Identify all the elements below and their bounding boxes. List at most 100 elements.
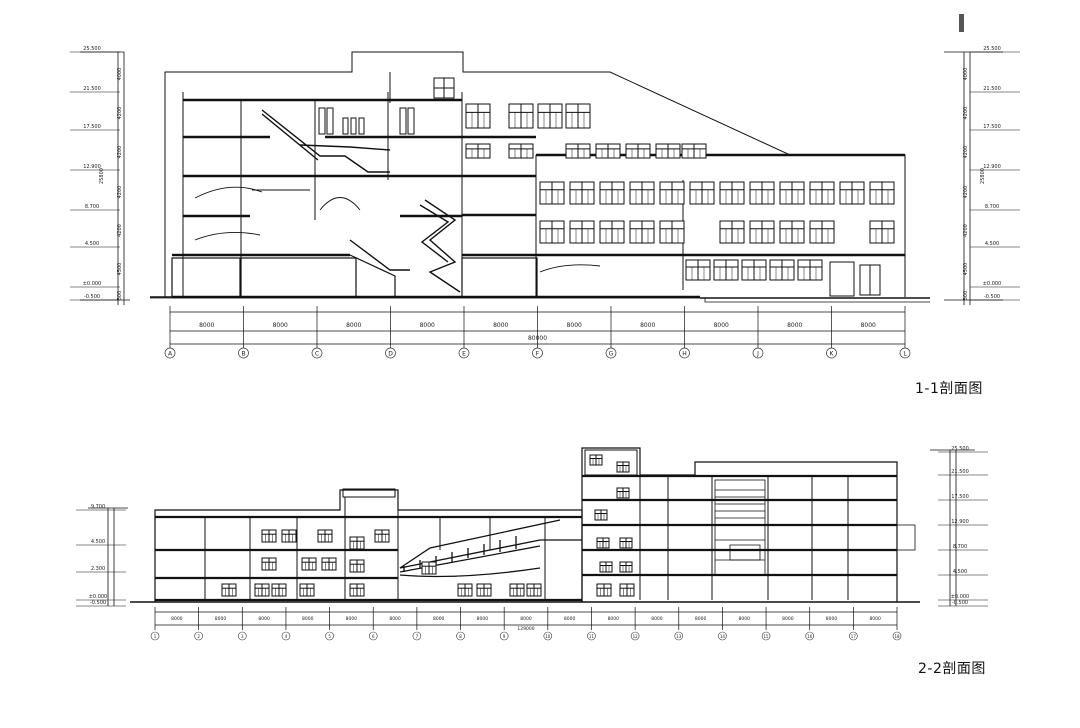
window — [221, 583, 237, 597]
window — [569, 220, 595, 244]
bay-dimension: 8000 — [215, 616, 227, 622]
elevation-label: -0.500 — [90, 600, 106, 606]
grid-bubble — [456, 631, 465, 641]
window — [595, 143, 621, 159]
section-1-1: 8000800080008000800080008000800080008000… — [150, 51, 930, 359]
window — [749, 220, 775, 244]
elevation-label: 21.500 — [983, 86, 1001, 92]
window — [779, 181, 805, 205]
window — [537, 103, 563, 129]
grid-bubble — [150, 631, 160, 641]
grid-bubble — [368, 631, 378, 641]
window — [769, 259, 795, 281]
elevation-label: 17.500 — [983, 124, 1001, 130]
elevation-marks-right-2: 25.50021.50017.50012.9008.7004.500±0.000… — [938, 446, 988, 607]
floor-height: 500 — [117, 291, 123, 301]
grid-label: 6 — [372, 634, 375, 639]
window — [599, 561, 613, 573]
elevation-label: ±0.000 — [983, 281, 1002, 287]
elevation-label: 9.700 — [91, 504, 105, 510]
window — [599, 220, 625, 244]
bay-dimension: 8000 — [199, 322, 214, 329]
elevation-label: ±0.000 — [89, 594, 108, 600]
bay-dimension: 8000 — [346, 322, 361, 329]
grid-bubble — [237, 631, 247, 641]
elevation-label: 17.500 — [83, 124, 101, 130]
elevation-label: 12.900 — [83, 164, 101, 170]
bay-dimension: 8000 — [782, 616, 794, 622]
bay-dimension: 8000 — [258, 616, 270, 622]
window — [565, 103, 591, 129]
grid-bubble — [805, 631, 815, 641]
grid-bubble — [605, 347, 617, 359]
bay-dimension: 8000 — [520, 616, 532, 622]
grid-bubble — [752, 347, 764, 359]
window — [508, 143, 534, 159]
grid-bubble — [458, 347, 470, 359]
grid-label: 5 — [328, 634, 331, 639]
bay-dimension: 8000 — [861, 322, 876, 329]
elevation-label: 21.500 — [951, 469, 969, 475]
total-dimension: 80000 — [528, 335, 547, 342]
floor-height: 4000 — [963, 68, 969, 81]
elevation-label: 12.900 — [983, 164, 1001, 170]
grid-label: 7 — [416, 634, 419, 639]
grid-label: 1 — [154, 634, 157, 639]
window — [797, 259, 823, 281]
clerestory-windows — [318, 77, 455, 135]
grid-bubble — [412, 631, 422, 641]
window — [539, 181, 565, 205]
window — [349, 559, 365, 573]
window — [655, 143, 681, 159]
window — [625, 143, 651, 159]
bay-dimension: 8000 — [608, 616, 620, 622]
grid-label: L — [903, 351, 907, 358]
elevation-label: 4.500 — [91, 539, 105, 545]
grid-label: 16 — [807, 634, 813, 639]
section-2-title: 2-2剖面图 — [918, 661, 986, 677]
section-1-title: 1-1剖面图 — [915, 381, 983, 397]
window — [508, 103, 534, 129]
columns-left — [204, 497, 546, 600]
window — [349, 583, 365, 597]
section-2-windows — [221, 454, 635, 597]
window — [596, 537, 610, 549]
elevation-label: 2.300 — [91, 566, 105, 572]
window — [271, 583, 287, 597]
floor-height: 4200 — [117, 146, 123, 159]
grid-bubble — [679, 347, 690, 359]
grid-bubble — [385, 347, 396, 359]
elevation-label: -0.500 — [952, 600, 968, 606]
window — [599, 181, 625, 205]
floor-height: 4200 — [963, 107, 969, 120]
floor-height: 4200 — [963, 146, 969, 159]
grid-bubble — [761, 631, 771, 641]
grid-bubble — [238, 347, 249, 359]
window — [465, 103, 491, 129]
grid-label: F — [536, 351, 540, 358]
elevation-label: 17.500 — [951, 494, 969, 500]
window — [565, 143, 591, 159]
window — [629, 220, 655, 244]
elevation-label: 21.500 — [83, 86, 101, 92]
window — [261, 529, 277, 543]
window — [465, 143, 491, 159]
bay-dimension: 8000 — [567, 322, 582, 329]
floor-height: 500 — [963, 291, 969, 301]
grid-bubble — [281, 631, 291, 641]
grid-label: B — [241, 351, 245, 358]
window — [839, 181, 865, 205]
bay-dimension: 8000 — [564, 616, 576, 622]
atrium-lines — [194, 186, 601, 273]
window — [689, 181, 715, 205]
window — [685, 259, 711, 281]
elevation-label: 12.900 — [951, 519, 969, 525]
window — [659, 220, 685, 244]
window — [254, 583, 270, 597]
elevation-label: 25.500 — [83, 46, 101, 52]
bay-dimension: 8000 — [714, 322, 729, 329]
grid-label: 10 — [545, 634, 551, 639]
